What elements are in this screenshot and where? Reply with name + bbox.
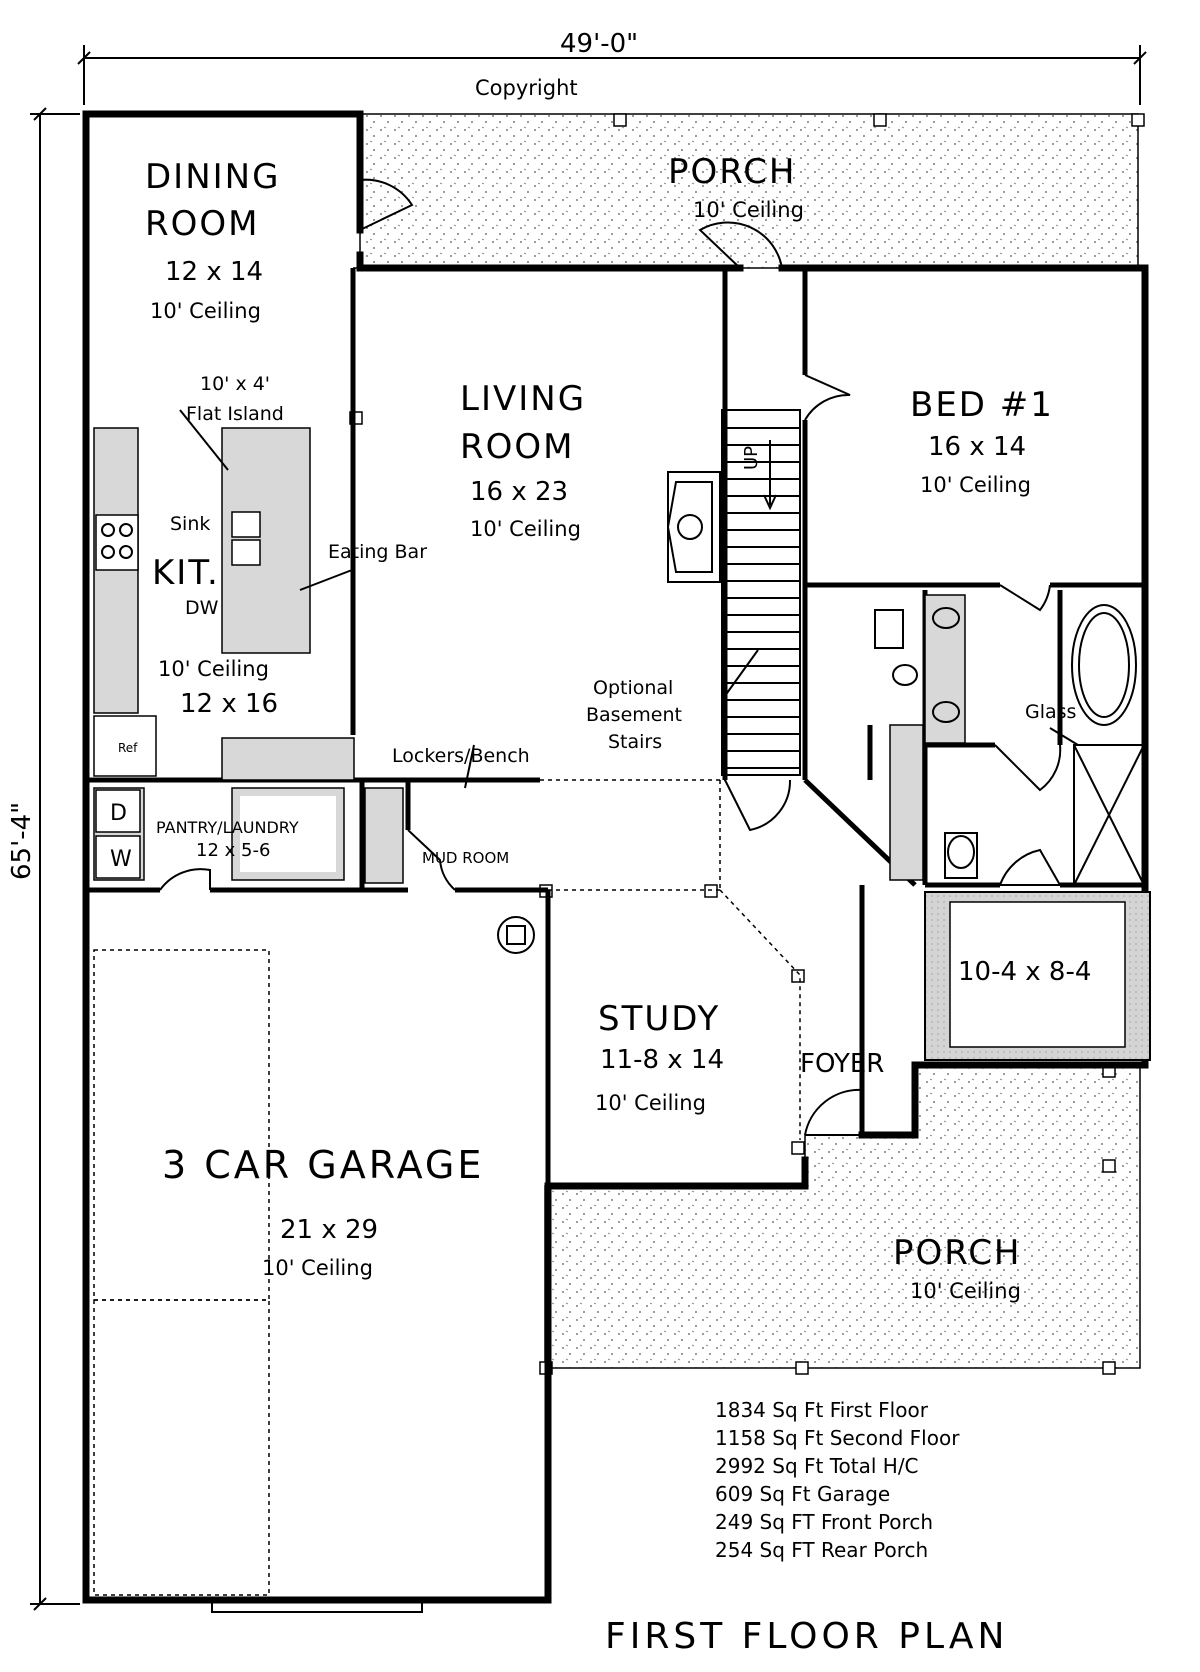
dw-note: DW: [185, 597, 219, 619]
washer-label: W: [110, 847, 132, 872]
fireplace: [666, 471, 721, 583]
dining-name-2: ROOM: [145, 204, 259, 244]
stairs-note-1: Optional: [593, 677, 673, 699]
rear-porch-name: PORCH: [668, 152, 797, 192]
dining-name-1: DINING: [145, 157, 280, 197]
bath-fixtures: [874, 594, 1145, 886]
stat-rear-porch: 254 Sq FT Rear Porch: [715, 1538, 928, 1562]
stairs-note-3: Stairs: [608, 731, 662, 753]
stat-garage: 609 Sq Ft Garage: [715, 1482, 890, 1506]
kitchen-fixtures: [93, 409, 355, 781]
front-porch-ceiling: 10' Ceiling: [910, 1279, 1021, 1303]
width-dimension: [77, 45, 1147, 105]
laundry-fixtures: [93, 744, 475, 884]
glass-note: Glass: [1025, 701, 1076, 723]
mud-room-name: MUD ROOM: [422, 849, 509, 867]
kitchen-size: 12 x 16: [180, 689, 278, 719]
depth-dimension: [30, 107, 80, 1611]
pantry-size: 12 x 5-6: [196, 840, 270, 861]
door-swings: [159, 178, 1062, 1136]
study-name: STUDY: [598, 999, 720, 1039]
ref-note: Ref: [118, 741, 138, 755]
lockers-note: Lockers/Bench: [392, 745, 530, 767]
stat-first-floor: 1834 Sq Ft First Floor: [715, 1398, 929, 1422]
foyer-name: FOYER: [800, 1049, 884, 1079]
garage-size: 21 x 29: [280, 1215, 378, 1245]
garage-ceiling: 10' Ceiling: [262, 1256, 373, 1280]
overall-width: 49'-0": [560, 29, 638, 59]
stat-second-floor: 1158 Sq Ft Second Floor: [715, 1426, 960, 1450]
pantry-name: PANTRY/LAUNDRY: [156, 818, 299, 837]
stairs-note-2: Basement: [586, 704, 682, 726]
living-ceiling: 10' Ceiling: [470, 517, 581, 541]
plan-title: FIRST FLOOR PLAN: [605, 1616, 1008, 1657]
copyright-text: Copyright: [475, 76, 578, 100]
water-heater: [497, 916, 535, 954]
dining-ceiling: 10' Ceiling: [150, 299, 261, 323]
kitchen-name: KIT.: [152, 553, 220, 593]
front-porch-name: PORCH: [893, 1233, 1022, 1273]
closet-size: 10-4 x 8-4: [958, 957, 1091, 987]
stairs: [721, 409, 801, 776]
stairs-up-note: UP: [741, 446, 762, 470]
stat-front-porch: 249 Sq FT Front Porch: [715, 1510, 933, 1534]
porch-posts: [349, 113, 1145, 1375]
island-note-1: 10' x 4': [200, 373, 270, 395]
walk-in-closet: [889, 724, 1151, 1061]
bed1-name: BED #1: [910, 385, 1054, 425]
dashed-openings: [93, 267, 801, 1596]
living-name-1: LIVING: [460, 379, 586, 419]
sink-note: Sink: [170, 513, 210, 535]
bed1-ceiling: 10' Ceiling: [920, 473, 1031, 497]
rear-porch-ceiling: 10' Ceiling: [693, 198, 804, 222]
study-ceiling: 10' Ceiling: [595, 1091, 706, 1115]
study-size: 11-8 x 14: [600, 1045, 724, 1075]
rear-porch-area: [359, 113, 1139, 269]
living-name-2: ROOM: [460, 427, 574, 467]
dining-size: 12 x 14: [165, 257, 263, 287]
stat-total: 2992 Sq Ft Total H/C: [715, 1454, 919, 1478]
overall-depth: 65'-4": [7, 802, 37, 880]
living-size: 16 x 23: [470, 477, 568, 507]
eating-bar-note: Eating Bar: [328, 541, 427, 563]
bed1-size: 16 x 14: [928, 432, 1026, 462]
dryer-label: D: [110, 801, 127, 826]
garage-apron: [211, 1599, 423, 1613]
island-note-2: Flat Island: [186, 403, 284, 425]
kitchen-ceiling: 10' Ceiling: [158, 657, 269, 681]
garage-name: 3 CAR GARAGE: [162, 1143, 484, 1187]
